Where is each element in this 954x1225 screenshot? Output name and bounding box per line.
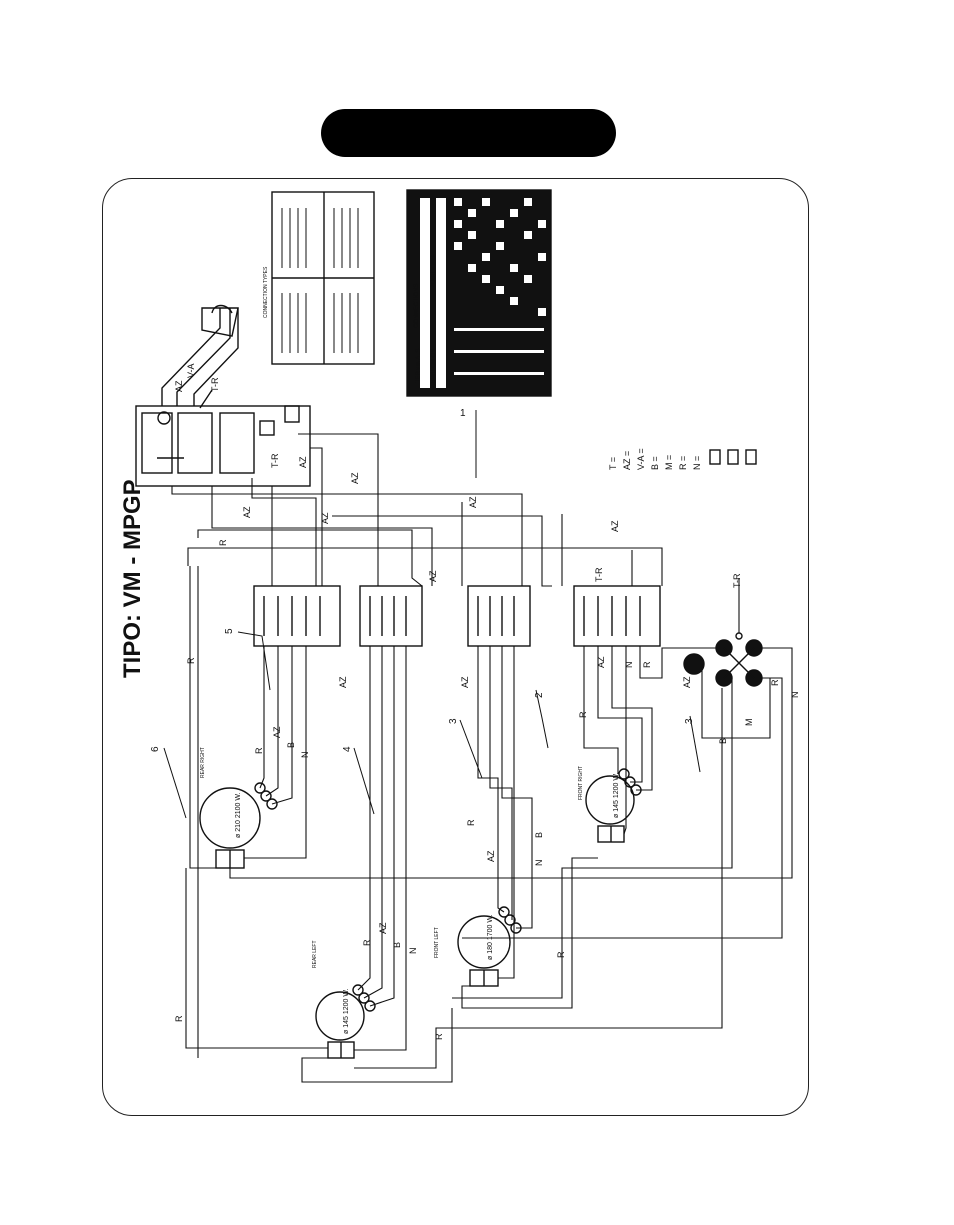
svg-text:AZ: AZ: [350, 472, 360, 484]
svg-text:R: R: [434, 1033, 444, 1040]
callout-3a: 3: [448, 718, 459, 724]
svg-text:N: N: [408, 948, 418, 955]
svg-text:AZ: AZ: [428, 570, 438, 582]
heater-front-right-spec: ø 145 1200 W.: [613, 772, 620, 818]
rotary-switch-3: [467, 585, 531, 647]
table-terminals-label: TERMINALS: [416, 349, 422, 383]
svg-text:R: R: [556, 951, 566, 958]
heater-front-right: ø 145 1200 W. FRONT RIGHT: [578, 766, 642, 843]
heater-rear-left: ø 145 1200 W. REAR LEFT: [312, 940, 376, 1059]
switch-symbol: [727, 449, 739, 465]
heater-symbol: [745, 449, 757, 465]
heater-rear-right-spec: ø 210 2100 W.: [235, 792, 242, 838]
svg-text:B: B: [392, 942, 402, 948]
svg-text:R: R: [466, 819, 476, 826]
svg-text:R: R: [362, 939, 372, 946]
svg-text:N: N: [790, 692, 800, 699]
connection-types-box: CONNECTION TYPES: [263, 191, 375, 365]
wire-code-b: B =: [650, 456, 660, 470]
svg-text:AZ: AZ: [378, 922, 388, 934]
heater-rear-left-spec: ø 145 1200 W.: [343, 988, 350, 1034]
callout-6: 6: [150, 746, 161, 752]
wire-code-n: N =: [692, 456, 702, 470]
svg-text:T-R: T-R: [594, 567, 604, 582]
svg-text:AZ: AZ: [174, 380, 184, 392]
svg-text:N: N: [624, 662, 634, 669]
svg-text:AZ: AZ: [486, 850, 496, 862]
svg-text:AZ: AZ: [468, 496, 478, 508]
svg-text:T-R: T-R: [732, 573, 742, 588]
svg-text:AZ: AZ: [272, 726, 282, 738]
heater-front-left: ø 180 1700 W. FRONT LEFT: [434, 906, 522, 987]
heater-rear-right: ø 210 2100 W. REAR RIGHT: [199, 747, 278, 869]
svg-text:R: R: [186, 657, 196, 664]
svg-text:AZ: AZ: [298, 456, 308, 468]
heater-rear-left-label: REAR LEFT: [312, 940, 318, 968]
svg-text:R: R: [578, 711, 588, 718]
header-bar: [321, 109, 616, 157]
heater-front-right-label: FRONT RIGHT: [578, 766, 584, 800]
terminal-block: [135, 389, 311, 487]
heater-rear-right-label: REAR RIGHT: [200, 747, 206, 778]
callout-3b: 3: [684, 718, 695, 724]
rotary-switch-2: [359, 585, 423, 647]
table-positions-label: POSITIONS: [431, 255, 437, 288]
svg-text:AZ: AZ: [682, 676, 692, 688]
svg-text:R: R: [218, 539, 228, 546]
svg-text:M: M: [744, 719, 754, 727]
svg-text:T-R: T-R: [210, 377, 220, 392]
table-header: CONNECTIONS: [414, 284, 420, 328]
switch-connection-table: CONNECTIONS POSITIONS SWITCH ON TERMINAL…: [406, 189, 552, 397]
rotary-switch-4: [573, 585, 661, 647]
svg-text:R: R: [174, 1015, 184, 1022]
svg-text:T-R: T-R: [270, 453, 280, 468]
rotary-switch-1: [253, 585, 341, 647]
svg-text:N: N: [534, 860, 544, 867]
svg-text:R: R: [254, 747, 264, 754]
wiring-diagram: TIPO: VM - MPGP V-A T-R AZ: [119, 189, 800, 1083]
svg-text:AZ: AZ: [338, 676, 348, 688]
wire-code-t: T =: [608, 457, 618, 470]
svg-text:R: R: [642, 661, 652, 668]
pilot-lamp-cluster: [683, 632, 763, 687]
wire-code-v-a: V-A =: [636, 448, 646, 470]
callout-1: 1: [460, 408, 466, 419]
heater-front-left-spec: ø 180 1700 W.: [487, 914, 494, 960]
callout-2: 2: [534, 692, 545, 698]
svg-text:AZ: AZ: [320, 512, 330, 524]
svg-text:N: N: [300, 752, 310, 759]
svg-text:AZ: AZ: [610, 520, 620, 532]
svg-text:AZ: AZ: [460, 676, 470, 688]
callout-5: 5: [224, 628, 235, 634]
wire-code-r: R =: [678, 456, 688, 470]
lamp-symbol: [709, 449, 721, 465]
heater-front-left-label: FRONT LEFT: [434, 927, 440, 958]
mains-cable: V-A T-R AZ: [161, 304, 239, 406]
wire-code-legend: T = AZ = V-A = B = M = R = N =: [608, 448, 757, 470]
wiring-lines: [171, 433, 793, 1083]
callout-4: 4: [342, 746, 353, 752]
svg-text:AZ: AZ: [596, 656, 606, 668]
table-switch-label: SWITCH ON: [431, 349, 437, 383]
connection-types-label: CONNECTION TYPES: [263, 266, 269, 318]
wire-code-m: M =: [664, 455, 674, 470]
svg-text:R: R: [770, 679, 780, 686]
wire-labels: R AZ R T-R AZ AZ AZ AZ AZ AZ T-R AZ AZ A…: [174, 453, 800, 1040]
svg-text:B: B: [534, 832, 544, 838]
svg-text:V-A: V-A: [186, 363, 196, 378]
callouts: 1 2 3 3 4 5 6: [150, 408, 701, 819]
svg-text:AZ: AZ: [242, 506, 252, 518]
svg-text:B: B: [286, 742, 296, 748]
svg-text:B: B: [718, 738, 728, 744]
wire-code-az: AZ =: [622, 451, 632, 470]
diagram-title: TIPO: VM - MPGP: [119, 479, 146, 678]
